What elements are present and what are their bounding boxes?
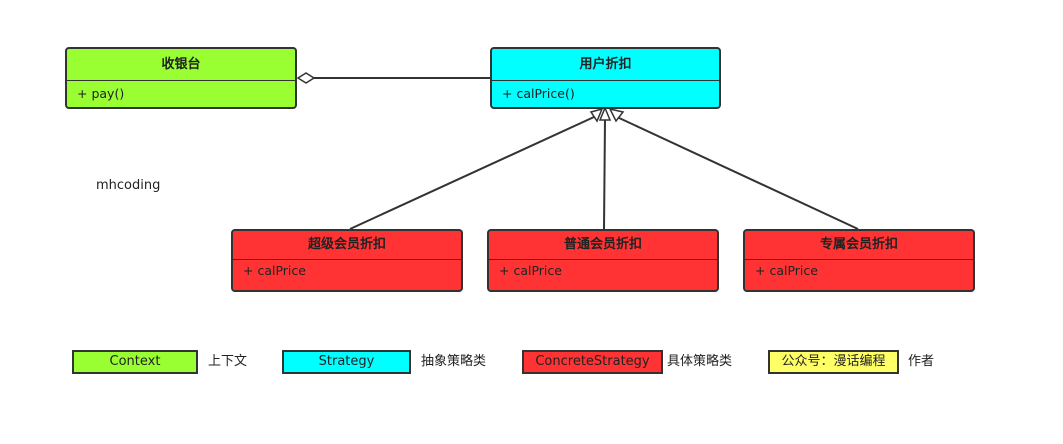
legend-concrete-label: 具体策略类	[667, 354, 733, 369]
legend-strategy-box: Strategy	[282, 350, 411, 374]
inheritance-line-super	[349, 116, 595, 230]
inheritance-line-normal	[603, 118, 606, 230]
inheritance-arrow-right	[608, 107, 625, 123]
legend-author-label: 作者	[908, 354, 935, 369]
class-normal-member: 普通会员折扣 + calPrice	[487, 229, 719, 292]
class-user-discount-method: + calPrice()	[502, 86, 575, 101]
legend-author-box: 公众号：漫话编程	[768, 350, 899, 374]
class-cashier-name: 收银台	[67, 49, 295, 81]
class-super-member: 超级会员折扣 + calPrice	[231, 229, 463, 292]
legend-strategy-label: 抽象策略类	[421, 354, 487, 369]
class-normal-member-method: + calPrice	[499, 263, 562, 278]
inheritance-arrow-left	[589, 107, 604, 123]
class-cashier-method: + pay()	[77, 86, 125, 101]
class-normal-member-name: 普通会员折扣	[489, 231, 717, 260]
legend-concrete-box: ConcreteStrategy	[522, 350, 663, 374]
legend-context-box: Context	[72, 350, 198, 374]
inheritance-arrow-center	[598, 106, 612, 121]
class-vip-member-name: 专属会员折扣	[745, 231, 973, 260]
class-user-discount-name: 用户折扣	[492, 49, 719, 81]
class-super-member-name: 超级会员折扣	[233, 231, 461, 260]
class-user-discount: 用户折扣 + calPrice()	[490, 47, 721, 109]
class-super-member-method: + calPrice	[243, 263, 306, 278]
watermark-text: mhcoding	[96, 178, 161, 193]
class-cashier: 收银台 + pay()	[65, 47, 297, 109]
inheritance-line-vip	[616, 116, 859, 230]
legend-context-label: 上下文	[208, 354, 248, 369]
class-vip-member: 专属会员折扣 + calPrice	[743, 229, 975, 292]
aggregation-diamond	[296, 72, 316, 84]
class-vip-member-method: + calPrice	[755, 263, 818, 278]
